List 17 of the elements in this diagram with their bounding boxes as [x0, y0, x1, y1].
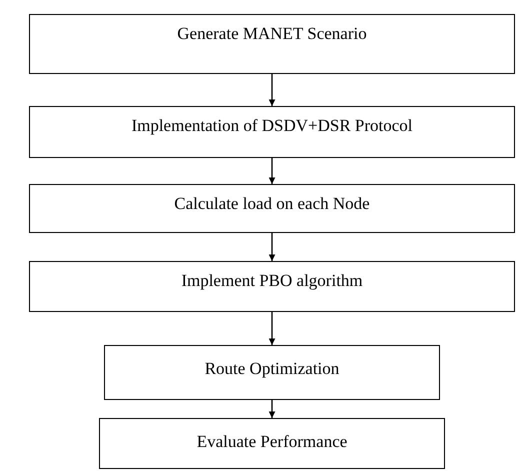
process-box: [29, 184, 515, 233]
process-box: [29, 261, 515, 312]
step-text: Generate MANET Scenario: [177, 23, 367, 44]
arrow: [268, 158, 276, 184]
step-text: Implement PBO algorithm: [181, 270, 363, 292]
step-text: Calculate load on each Node: [174, 193, 370, 214]
process-box: [99, 418, 445, 469]
arrow: [268, 400, 276, 418]
process-box: [29, 106, 515, 158]
step-text: Route Optimization: [204, 358, 340, 380]
arrow: [268, 233, 276, 261]
process-box: [29, 14, 515, 74]
arrow: [268, 74, 276, 106]
arrow: [268, 312, 276, 345]
process-box: [104, 345, 440, 400]
step-text: Evaluate Performance: [196, 431, 348, 452]
step-text: Implementation of DSDV+DSR Protocol: [131, 115, 413, 136]
